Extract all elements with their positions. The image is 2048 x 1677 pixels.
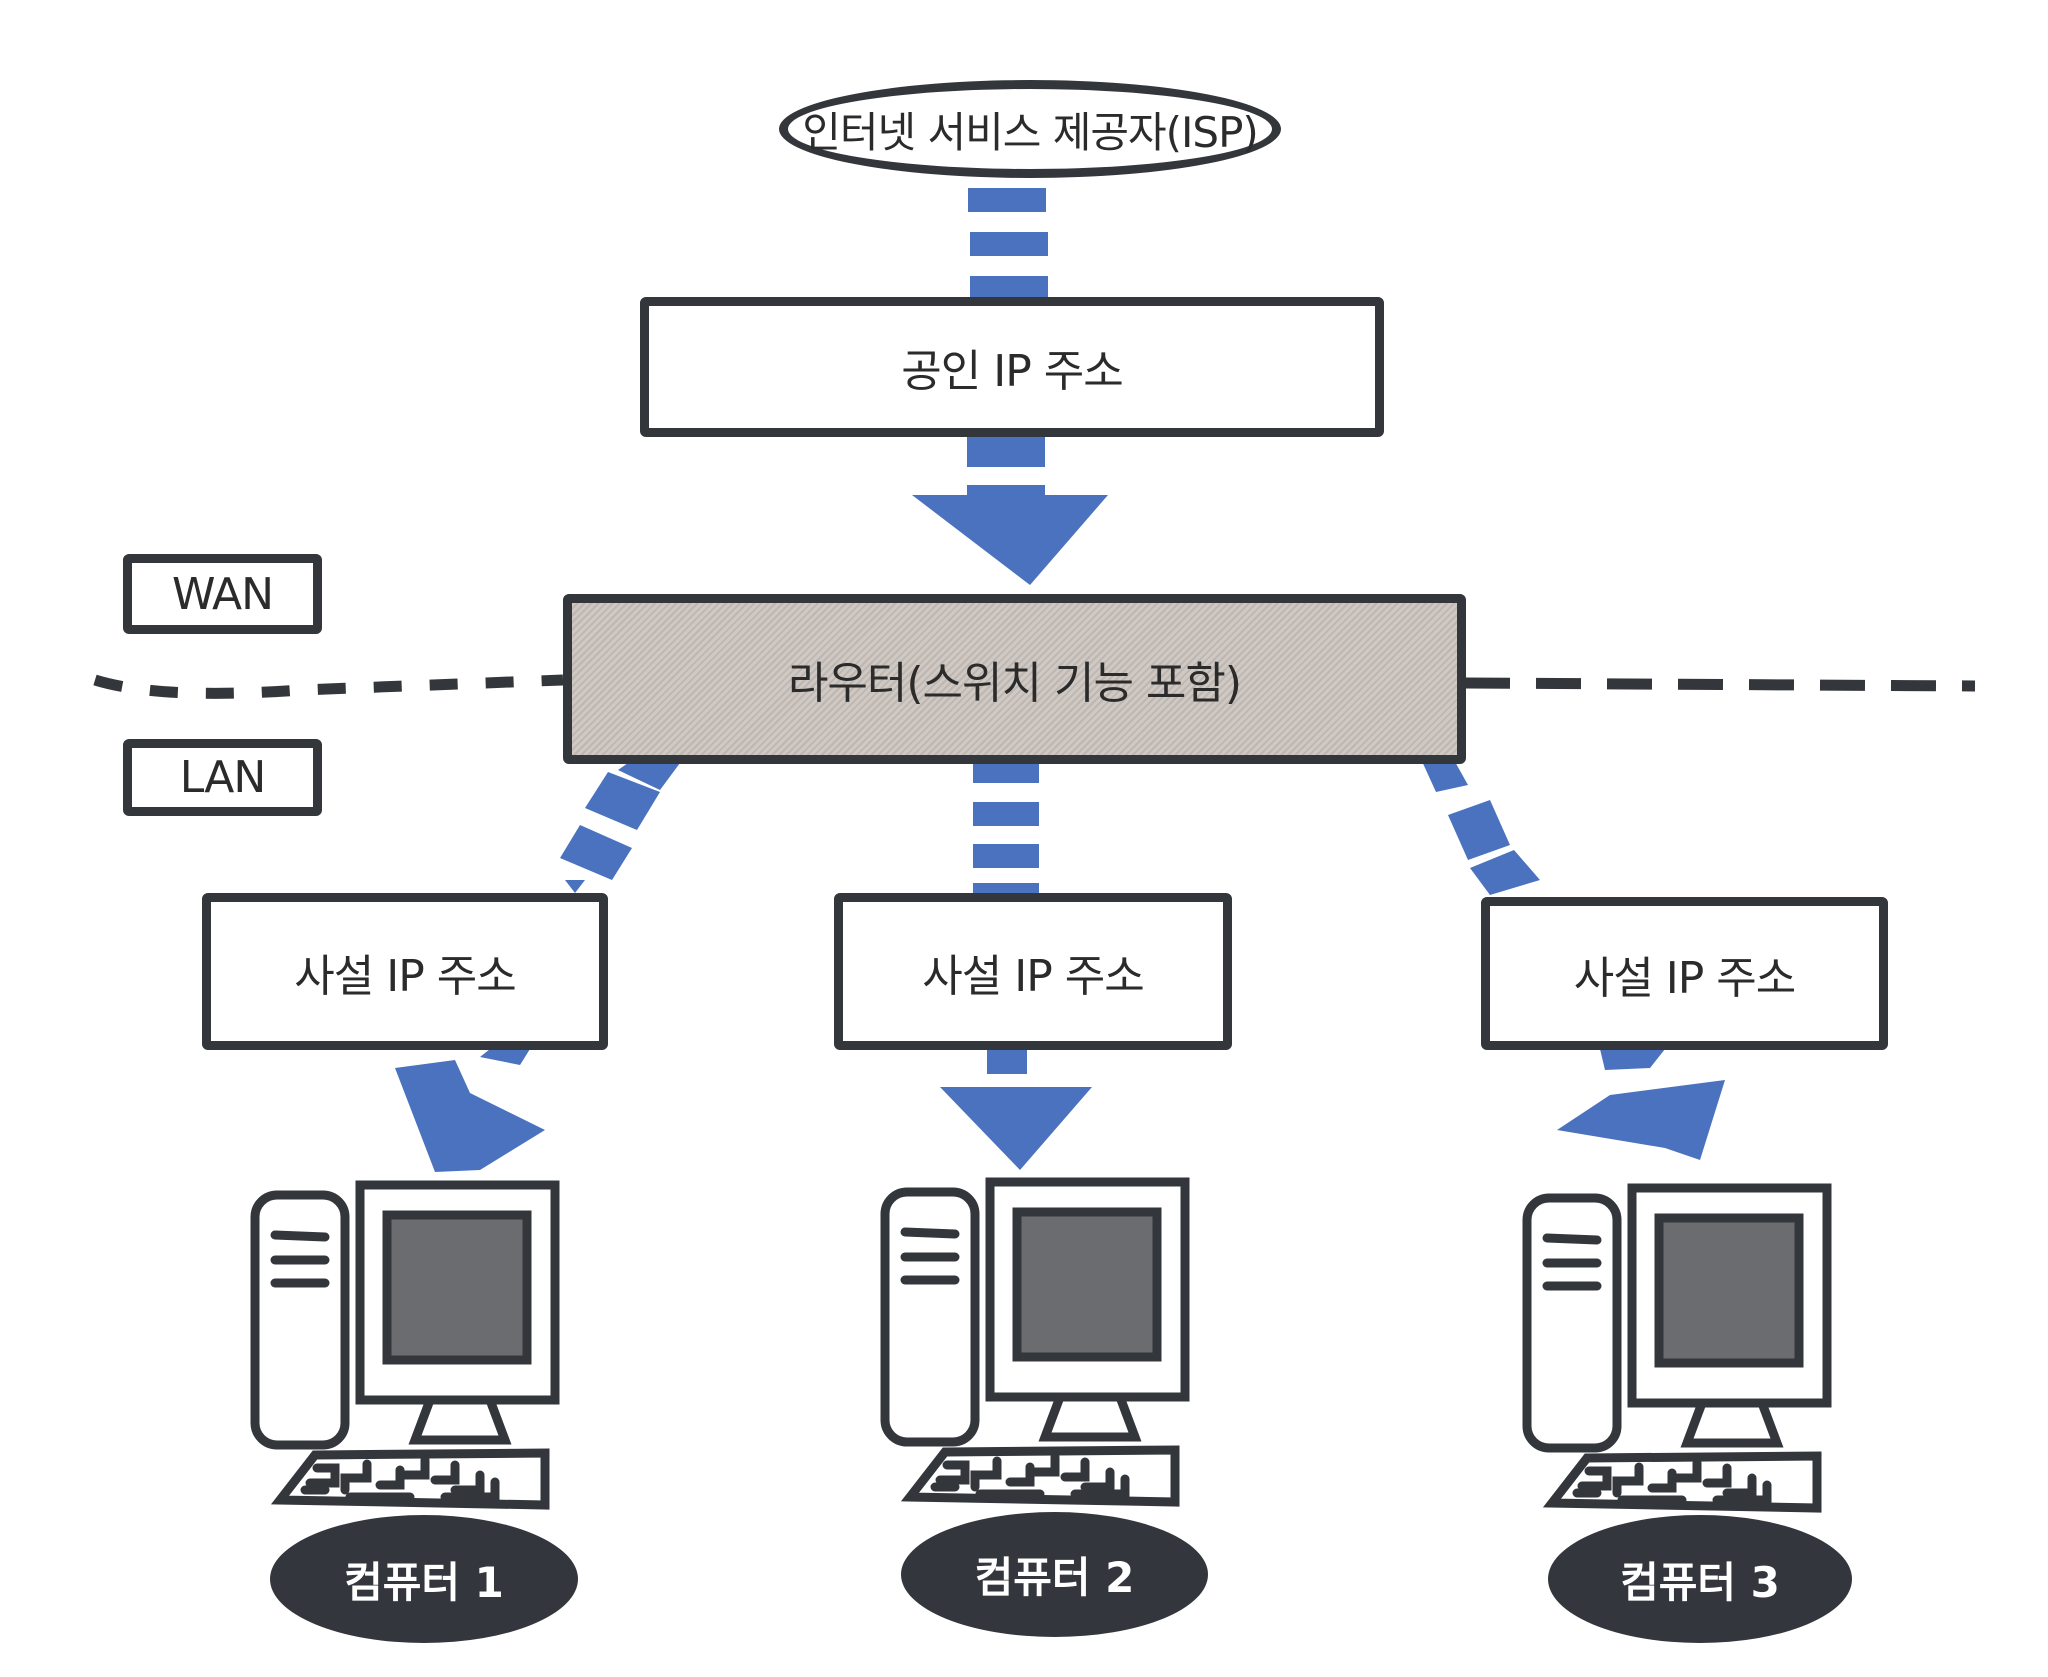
lan-zone-box <box>123 739 322 816</box>
router-box <box>563 594 1466 764</box>
computer-label-2: 컴퓨터 2 <box>901 1512 1208 1637</box>
isp-label: 인터넷 서비스 제공자(ISP) <box>802 107 1259 157</box>
private-ip-box-1 <box>202 893 608 1050</box>
private-ip-box-3 <box>1481 897 1888 1050</box>
lan-zone-label: LAN <box>179 752 267 803</box>
private-ip-box-2 <box>834 893 1232 1050</box>
computer-label-1: 컴퓨터 1 <box>270 1515 578 1643</box>
wan-zone-label: WAN <box>171 568 274 620</box>
router-to-pc1-connector <box>395 763 680 1172</box>
public-ip-label: 공인 IP 주소 <box>901 346 1123 397</box>
router-to-pc2-connector <box>940 763 1092 1170</box>
router-label: 라우터(스위치 기능 포함) <box>787 658 1242 709</box>
wan-lan-boundary-left <box>93 674 564 699</box>
private-ip-label-1: 사설 IP 주소 <box>294 950 516 1002</box>
wan-lan-boundary-right <box>1464 677 1976 692</box>
isp-connector <box>968 188 1048 300</box>
public-ip-box <box>640 297 1384 437</box>
private-ip-label-3: 사설 IP 주소 <box>1573 952 1796 1004</box>
isp-node <box>779 80 1281 178</box>
wan-zone-box <box>123 554 322 634</box>
computer-label-3: 컴퓨터 3 <box>1548 1515 1852 1643</box>
public-ip-to-router-arrow <box>912 435 1108 585</box>
private-ip-label-2: 사설 IP 주소 <box>922 950 1144 1002</box>
